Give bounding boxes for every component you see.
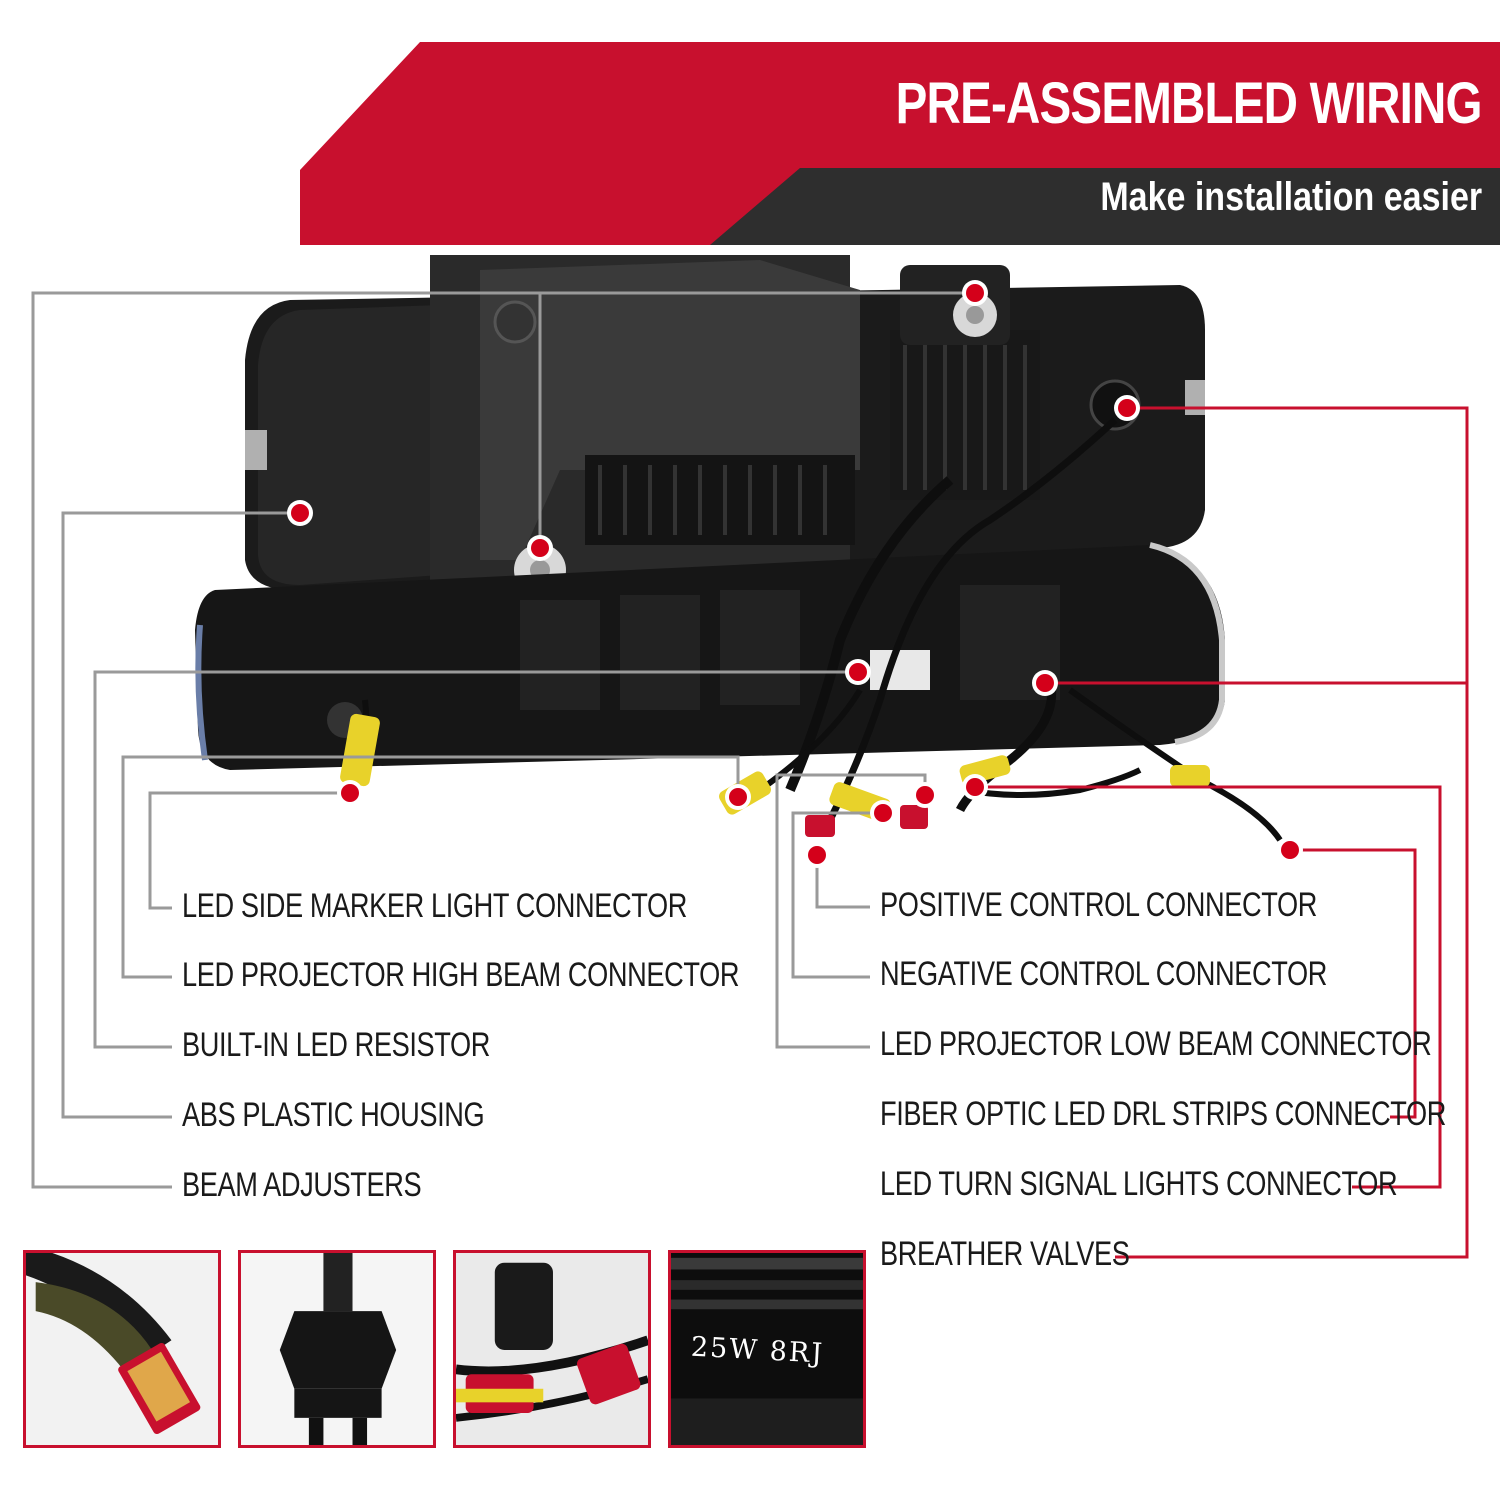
marker-breather-2 (1032, 670, 1058, 696)
marker-low-beam (912, 782, 938, 808)
thumbnail-led-resistor: 25W 8RJ (668, 1250, 866, 1448)
label-side-marker-connector: LED SIDE MARKER LIGHT CONNECTOR (182, 887, 687, 925)
thumbnail-bulb-socket-plug (238, 1250, 436, 1448)
marker-high-beam (725, 784, 751, 810)
red-connector-plugs (805, 805, 928, 837)
marker-resistor (845, 659, 871, 685)
label-led-resistor: BUILT-IN LED RESISTOR (182, 1026, 490, 1064)
marker-breather-1 (1114, 395, 1140, 421)
label-breather-valves: BREATHER VALVES (880, 1235, 1130, 1273)
subtitle-banner (710, 168, 1500, 245)
callout-markers (287, 280, 1303, 868)
marker-housing (287, 500, 313, 526)
lower-signal-housing (195, 542, 1225, 770)
thumbnail-control-connectors (453, 1250, 651, 1448)
led-resistor-icon: 25W 8RJ (671, 1253, 863, 1445)
label-drl-strips-connector: FIBER OPTIC LED DRL STRIPS CONNECTOR (880, 1095, 1446, 1133)
banner-subtitle: Make installation easier (1100, 175, 1482, 219)
label-negative-control-connector: NEGATIVE CONTROL CONNECTOR (880, 955, 1328, 993)
marker-beam-adjuster-1 (527, 535, 553, 561)
upper-headlight-housing (245, 255, 1205, 596)
led-bulb-connector-icon (26, 1253, 218, 1445)
label-turn-signal-connector: LED TURN SIGNAL LIGHTS CONNECTOR (880, 1165, 1398, 1203)
marker-drl (1277, 837, 1303, 863)
resistor-marking: 25W 8RJ (690, 1332, 825, 1370)
label-low-beam-connector: LED PROJECTOR LOW BEAM CONNECTOR (880, 1025, 1432, 1063)
label-plastic-housing: ABS PLASTIC HOUSING (182, 1096, 485, 1134)
label-positive-control-connector: POSITIVE CONTROL CONNECTOR (880, 886, 1317, 924)
label-beam-adjusters: BEAM ADJUSTERS (182, 1166, 422, 1204)
banner-title: PRE-ASSEMBLED WIRING (895, 71, 1483, 136)
title-banner (300, 42, 1500, 245)
left-leader-lines (31, 291, 975, 1189)
marker-turn-signal (962, 774, 988, 800)
marker-positive (804, 842, 830, 868)
marker-negative (870, 800, 896, 826)
label-high-beam-connector: LED PROJECTOR HIGH BEAM CONNECTOR (182, 956, 740, 994)
thumbnail-led-bulb-connector (23, 1250, 221, 1448)
marker-beam-adjuster-2 (962, 280, 988, 306)
bulb-socket-plug-icon (241, 1253, 433, 1445)
control-connector-icon (456, 1253, 648, 1445)
marker-side-marker (337, 780, 363, 806)
right-leader-lines (775, 406, 1469, 1259)
